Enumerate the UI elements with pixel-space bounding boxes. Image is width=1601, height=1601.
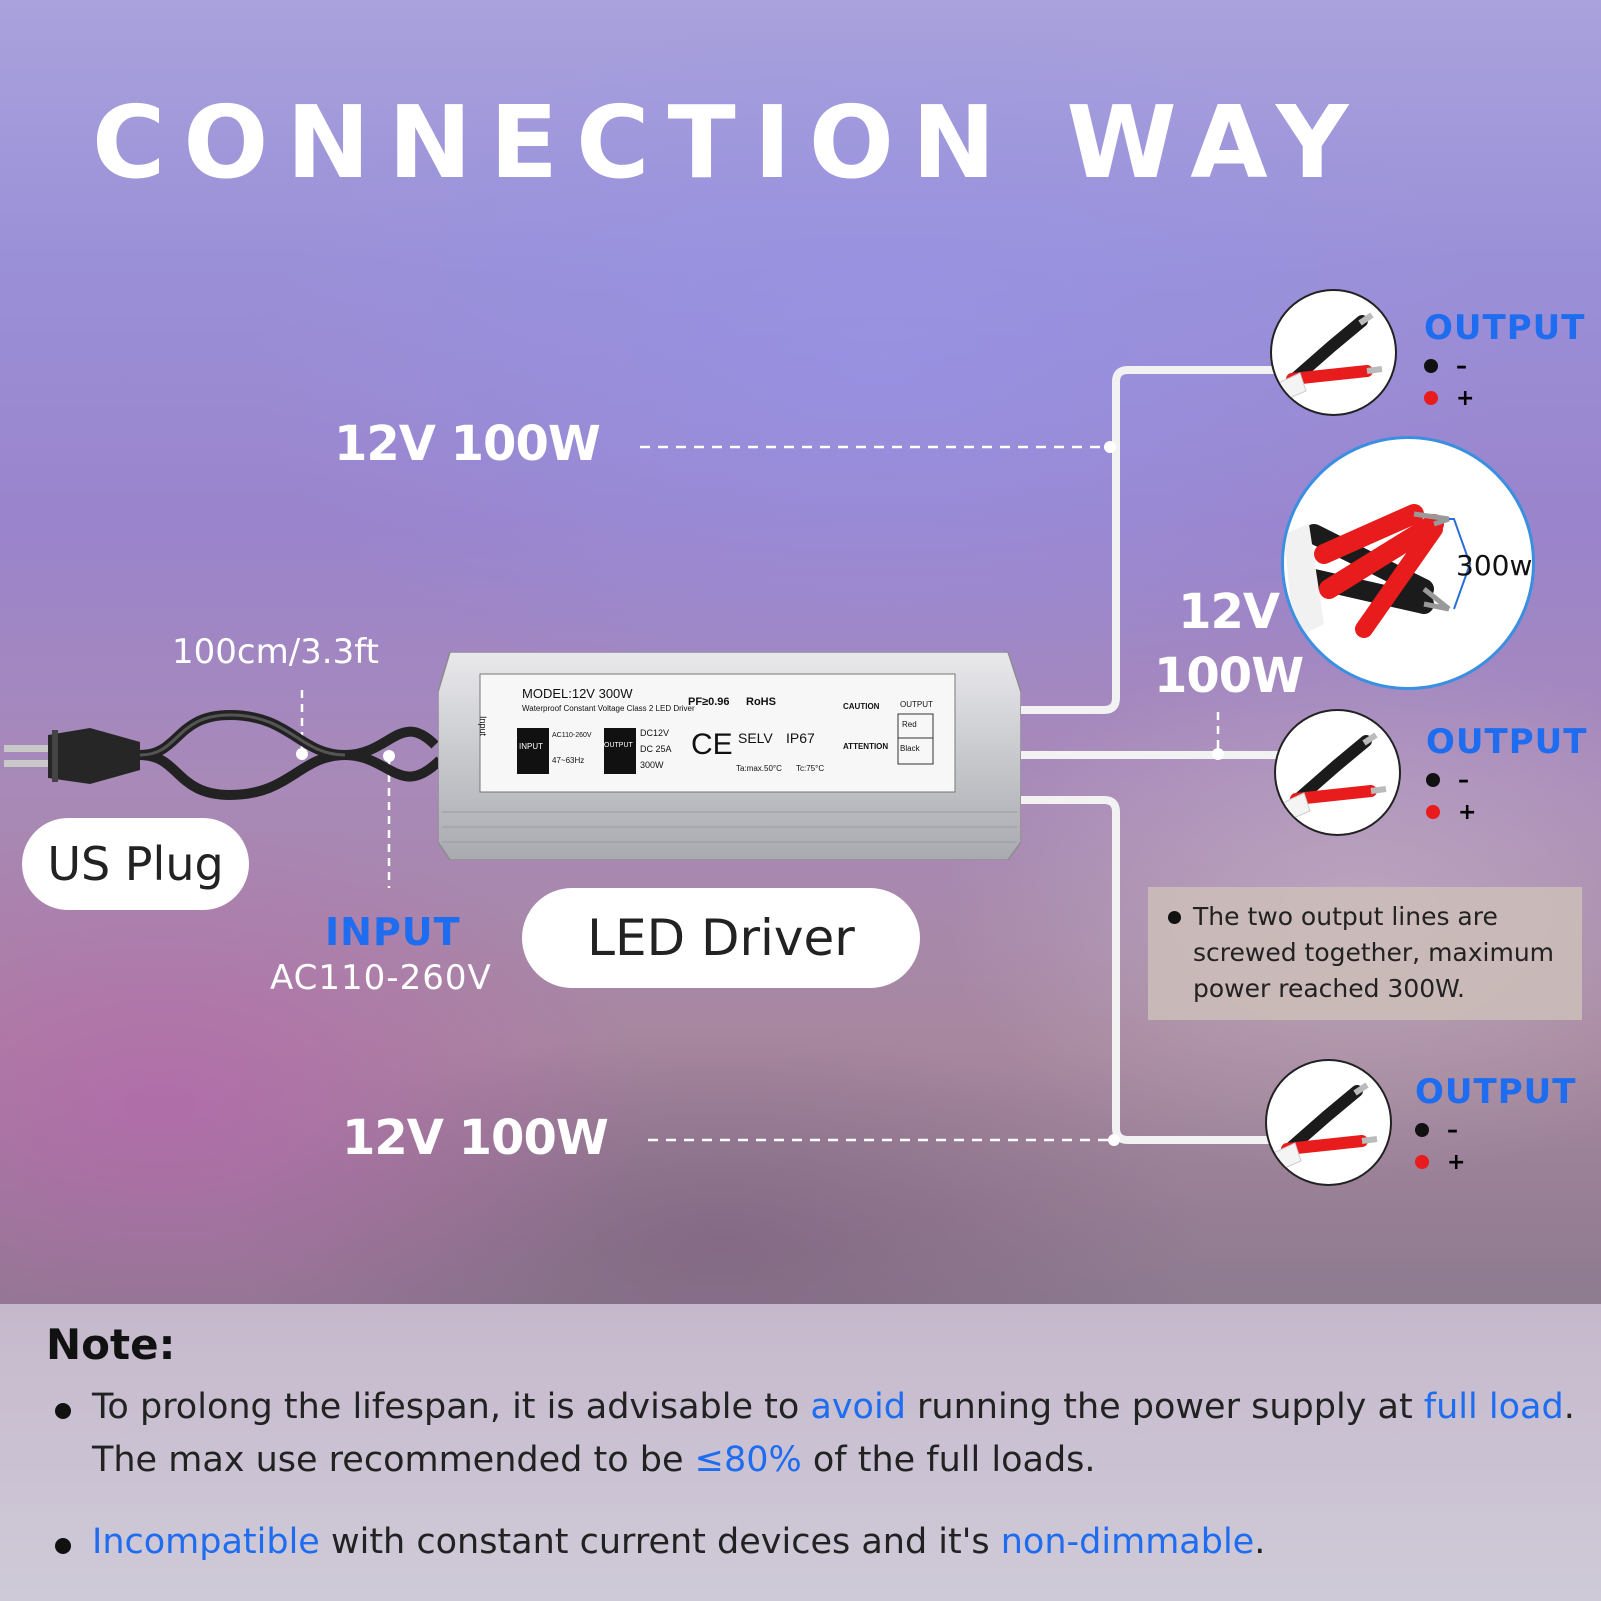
driver-input-tag: INPUT <box>519 742 543 751</box>
combined-wires-icon: 300w <box>1281 436 1535 690</box>
callout-text: The two output lines are screwed togethe… <box>1193 902 1555 1003</box>
highlight-avoid: avoid <box>810 1387 906 1427</box>
output-label-1: OUTPUT – + <box>1424 308 1585 412</box>
output-label-3: OUTPUT – + <box>1415 1072 1576 1176</box>
driver-black: Black <box>900 744 920 753</box>
note-bullet-2-icon <box>55 1538 71 1554</box>
cord-length-label: 100cm/3.3ft <box>172 632 379 672</box>
input-title: INPUT <box>325 910 461 954</box>
output-title: OUTPUT <box>1424 308 1586 348</box>
combined-output-callout: The two output lines are screwed togethe… <box>1148 887 1582 1020</box>
negative-sign: – <box>1447 1117 1458 1143</box>
input-voltage: AC110-260V <box>270 958 492 998</box>
negative-sign: – <box>1456 353 1467 379</box>
output-wire-end-3-icon <box>1265 1059 1392 1186</box>
us-plug-icon <box>4 728 140 784</box>
page-title: CONNECTION WAY <box>92 84 1367 201</box>
driver-rohs: RoHS <box>746 696 776 708</box>
us-plug-label: US Plug <box>22 818 249 910</box>
negative-dot-icon <box>1424 359 1438 373</box>
branch-label-middle: 12V 100W <box>1154 584 1304 704</box>
positive-sign: + <box>1456 385 1475 411</box>
driver-caution: CAUTION <box>843 702 880 711</box>
combined-watt-label: 300w <box>1456 549 1533 582</box>
output-wire-end-1-icon <box>1270 289 1397 416</box>
positive-sign: + <box>1447 1149 1466 1175</box>
branch-label-bottom: 12V 100W <box>342 1110 609 1166</box>
driver-out-a: DC 25A <box>640 744 672 754</box>
note-line-3: Incompatible with constant current devic… <box>92 1522 1266 1562</box>
positive-dot-icon <box>1415 1155 1429 1169</box>
power-cord <box>139 709 439 761</box>
driver-input-hz: 47~63Hz <box>552 756 585 765</box>
driver-output-tag: OUTPUT <box>604 742 633 749</box>
output-wire-end-2-icon <box>1274 709 1401 836</box>
leader-bottom-dot <box>1108 1134 1120 1146</box>
driver-ta: Ta:max.50°C <box>736 764 782 773</box>
positive-dot-icon <box>1424 391 1438 405</box>
wiring-diagram <box>4 366 1285 1146</box>
output-wire-top <box>1010 366 1282 714</box>
branch-label-top: 12V 100W <box>334 416 601 472</box>
leader-middle-dot <box>1212 748 1224 760</box>
highlight-80-percent: ≤80% <box>694 1440 802 1480</box>
bullet-icon <box>1168 911 1181 924</box>
positive-sign: + <box>1458 799 1477 825</box>
driver-subtitle: Waterproof Constant Voltage Class 2 LED … <box>522 704 695 713</box>
positive-dot-icon <box>1426 805 1440 819</box>
note-line-2: The max use recommended to be ≤80% of th… <box>92 1440 1096 1480</box>
driver-input-v: AC110-260V <box>552 732 592 739</box>
negative-dot-icon <box>1426 773 1440 787</box>
led-driver-unit: MODEL:12V 300W Waterproof Constant Volta… <box>437 651 1022 861</box>
output-title: OUTPUT <box>1415 1072 1577 1112</box>
output-label-2: OUTPUT – + <box>1426 722 1587 826</box>
driver-red: Red <box>902 720 917 729</box>
note-panel <box>0 1304 1601 1601</box>
driver-input-side: Input <box>478 716 488 737</box>
driver-out-v: DC12V <box>640 728 670 738</box>
driver-attention: ATTENTION <box>843 742 889 751</box>
driver-ce: CE <box>691 728 733 761</box>
negative-sign: – <box>1458 767 1469 793</box>
driver-pf: PF≥0.96 <box>688 696 730 708</box>
output-wire-bottom <box>1010 796 1275 1144</box>
driver-output-box: OUTPUT <box>900 700 933 709</box>
note-title: Note: <box>46 1320 176 1369</box>
note-bullet-1-icon <box>55 1403 71 1419</box>
output-title: OUTPUT <box>1426 722 1588 762</box>
driver-out-w: 300W <box>640 760 664 770</box>
highlight-non-dimmable: non-dimmable <box>1000 1522 1255 1562</box>
driver-model: MODEL:12V 300W <box>522 686 633 701</box>
negative-dot-icon <box>1415 1123 1429 1137</box>
note-line-1: To prolong the lifespan, it is advisable… <box>92 1387 1575 1427</box>
driver-tc: Tc:75°C <box>796 764 825 773</box>
led-driver-label: LED Driver <box>522 888 920 988</box>
highlight-full-load: full load <box>1423 1387 1564 1427</box>
leader-top-dot <box>1104 441 1116 453</box>
driver-selv: SELV <box>738 730 773 746</box>
driver-ip: IP67 <box>786 730 815 746</box>
highlight-incompatible: Incompatible <box>92 1522 320 1562</box>
